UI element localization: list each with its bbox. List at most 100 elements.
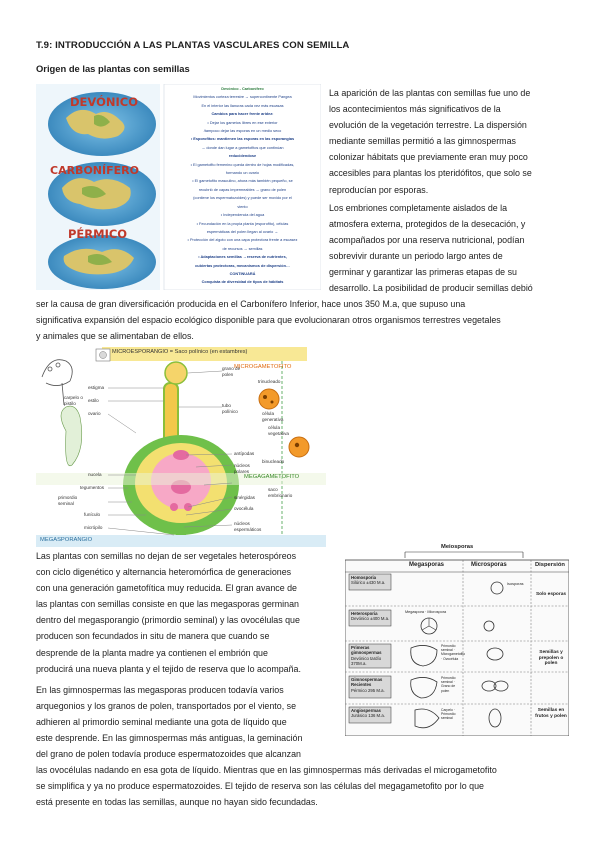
text-line: los acontecimientos más significativos d… — [329, 104, 501, 115]
microgametofito-label: MICROGAMETOFITO — [234, 364, 292, 370]
paragraph-2: Los embriones completamente aislados de … — [329, 200, 533, 297]
col-microsporas: Microsporas — [471, 562, 507, 568]
row-title: Primeras gimnospermas — [351, 645, 382, 656]
panel-line: /tampoco dejar las esporas en un medio s… — [203, 129, 282, 134]
dispersion-cell: Semillas y prepolen o polen — [538, 650, 564, 667]
dispersion-cell: Solo esporas — [535, 592, 567, 597]
label-grano-polen: grano de polen — [222, 366, 241, 377]
text-line: acompañados por una reserva nutricional,… — [329, 235, 525, 246]
text-line: atmosfera externa, protegidos de la dese… — [329, 219, 526, 230]
text-line: ser la causa de gran diversificación pro… — [36, 299, 466, 309]
text-line: arquegonios y los granos de polen, trans… — [36, 701, 297, 712]
panel-line: • Adaptaciones semillas →reserva de nutr… — [198, 255, 287, 260]
map-label-devonico: DEVÓNICO — [70, 95, 138, 109]
row-sub: Devónico tardío 370M.a. — [351, 655, 382, 667]
row-title: Angiospermas — [351, 708, 381, 713]
microsporangio-label: MICROESPORANGIO = Saco polínico (en esta… — [112, 349, 248, 355]
label-carpelo: carpelo o pistilo — [64, 395, 83, 406]
megagametofito-label: MEGAGAMETOFITO — [244, 474, 300, 480]
text-line: con una generación gametofítica muy redu… — [36, 583, 297, 594]
text-line: germinar y garantizar las primeras etapa… — [329, 267, 517, 278]
panel-line: Conquista de diversidad de tipos de hábi… — [201, 280, 284, 285]
text-line: dentro del megasporangio (primordio semi… — [36, 615, 300, 626]
panel-line: viento — [237, 204, 248, 209]
panel-line: Cambios para hacer frente aridez: — [211, 112, 274, 117]
col-dispersion: Dispersión — [535, 562, 565, 568]
panel-line: Devónico - Carbonífero — [221, 87, 264, 91]
text-line: las plantas con semillas consiste en que… — [36, 599, 299, 610]
row-label: Angiospermas Jurásico 136 M.a. — [351, 708, 391, 719]
text-line: accesibles para plantas los pteridófitos… — [329, 168, 532, 179]
text-line: se simplifica y ya no produce espermatoz… — [36, 781, 484, 792]
row-label: Primeras gimnospermas Devónico tardío 37… — [351, 645, 391, 667]
label-estilo: estilo — [88, 398, 99, 403]
row-label: Homosporia Silúrico ±430 M.a. — [351, 575, 391, 586]
panel-line: • El gametofito masculino, ahora más tam… — [192, 179, 293, 184]
row-label: Heterosporia Devónico ±400 M.a. — [351, 611, 391, 622]
panel-line: Movimientos corteza terrestre → supercon… — [193, 95, 292, 100]
text-line: y animales que se alimentaban de ellos. — [36, 331, 194, 342]
text-line: Las plantas con semillas no dejan de ser… — [36, 551, 297, 561]
panel-line: En el interior las llanuras cada vez más… — [201, 103, 284, 108]
label-antipodas: antípodas — [234, 451, 255, 456]
text-line: del grano de polen todavía produce esper… — [36, 749, 301, 760]
text-line: La aparición de las plantas con semillas… — [329, 88, 531, 98]
label-celula-vegetativa: célula vegetativa — [268, 425, 289, 436]
paragraph-4-continued: las ovocélulas nadando en esa gota de lí… — [36, 762, 497, 810]
panel-line: espermáticas del polen llegan al ovario … — [206, 229, 279, 234]
row-title: Homosporia — [351, 575, 377, 580]
panel-line: recubrió de capas impermeables → grano d… — [198, 187, 287, 192]
label-funiculo: funículo — [84, 512, 101, 517]
map-label-permico: PÉRMICO — [68, 227, 128, 241]
label-micropilo: micrópilo — [84, 525, 103, 530]
panel-line: → donde dan lugar a gametofitos que cont… — [201, 145, 284, 150]
text-line: sobrevivir durante un periodo largo ante… — [329, 251, 503, 262]
text-line: desprende de la planta madre ya contiene… — [36, 647, 268, 658]
row-sub: Silúrico ±430 M.a. — [351, 580, 386, 586]
map-label-carbonifero: CARBONÍFERO — [50, 164, 139, 177]
text-line: colonizar hábitats que previamente eran … — [329, 152, 528, 163]
label-tegumentos: tegumentos — [80, 485, 105, 490]
label-nucleos-polares: núcleos polares — [234, 463, 250, 474]
row-label: Gimnospermas Recientes Pérmico 295 M.a. — [351, 677, 391, 693]
label-tubo-polinico: tubo polínico — [222, 403, 238, 414]
meiosporas-table: Meiosporas Megasporas Microsporas Disper… — [344, 544, 570, 737]
label-ovario: ovario — [88, 411, 101, 416]
paragraph-4: En las gimnospermas las megasporas produ… — [36, 682, 302, 762]
label-primordio: primordio seminal — [58, 495, 78, 506]
text-line: significativa expansión del espacio ecol… — [36, 315, 501, 326]
label-nucela: nucela — [88, 472, 102, 477]
label-sinergidas: sinérgidas — [234, 495, 255, 500]
text-line: adhieren al primordio seminal mediante u… — [36, 717, 287, 728]
panel-line: CONTINUARÁ — [229, 271, 256, 276]
text-line: con ciclo digenético y alternancia heter… — [36, 567, 292, 578]
panel-line: formando un ovario — [225, 171, 260, 176]
row-title: Heterosporia — [351, 611, 378, 616]
row-note: Megaspora · Microspora — [405, 610, 447, 614]
text-line: mediante semillas permitió a las gimnosp… — [329, 136, 516, 147]
label-saco-embrionario: saco embrionario — [268, 487, 293, 498]
text-line: producirá una nueva planta y el tejido d… — [36, 663, 301, 674]
panel-line: • Independencia del agua — [220, 213, 265, 218]
paleogeography-figure: DEVÓNICO CARBONÍFERO PÉRMICO Devónico - … — [36, 83, 322, 291]
text-line: las ovocélulas nadando en esa gota de lí… — [36, 765, 497, 775]
row-note: Isosporas — [507, 582, 524, 586]
text-line: está presente en todas las semillas, aun… — [36, 797, 318, 808]
panel-line: • Esporofitos: mantienen las esporas en … — [190, 137, 295, 142]
row-note: Primordio seminal · Grano de polen — [441, 676, 456, 693]
megasporangio-label: MEGASPORANGIO — [40, 537, 93, 543]
label-estigma: estigma — [88, 385, 105, 390]
paragraph-3: Las plantas con semillas no dejan de ser… — [36, 548, 301, 677]
text-line: producen son fecundados in situ de maner… — [36, 631, 270, 642]
paragraph-1: La aparición de las plantas con semillas… — [329, 85, 532, 198]
col-megasporas: Megasporas — [409, 562, 445, 568]
label-binucleado: binucleado — [262, 459, 285, 464]
panel-line: • Fecundación en la propia planta (espor… — [196, 221, 289, 226]
label-nucleos-espermaticos: núcleos espermáticos — [234, 521, 262, 532]
paragraph-2-continued: ser la causa de gran diversificación pro… — [36, 296, 501, 344]
panel-line: de recursos → semillas — [222, 246, 263, 251]
panel-line: (contiene los espermatozoides) y puede s… — [193, 196, 292, 201]
row-title: Gimnospermas Recientes — [351, 677, 383, 688]
summary-panel: Devónico - Carbonífero Movimientos corte… — [166, 85, 319, 287]
text-line: En las gimnospermas las megasporas produ… — [36, 685, 284, 695]
